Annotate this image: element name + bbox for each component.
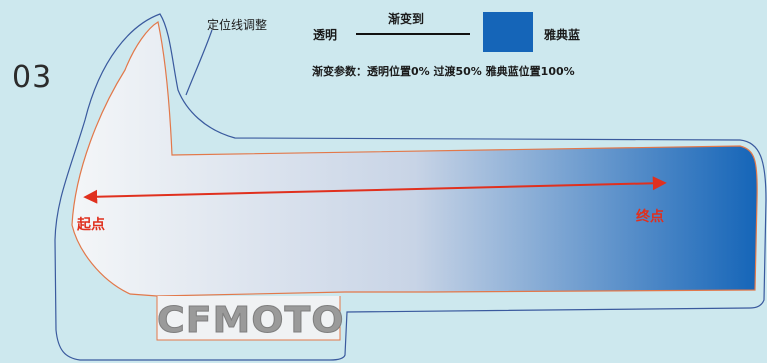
legend-end-label: 雅典蓝 — [544, 28, 581, 42]
outer-outline — [54, 13, 767, 361]
gradient-axis — [83, 176, 667, 204]
legend-start-label: 透明 — [313, 28, 338, 42]
gradient-params: 渐变参数：透明位置0% 过渡50% 雅典蓝位置100% — [312, 65, 575, 78]
logo-slot — [156, 296, 341, 341]
annotation-label: 定位线调整 — [207, 18, 268, 32]
athens-blue-swatch — [483, 12, 533, 52]
legend-arrow-caption: 渐变到 — [388, 12, 425, 26]
cfmoto-logo: CFMOTO — [156, 300, 345, 342]
annotation-leader — [185, 29, 213, 96]
end-point-label: 终点 — [636, 209, 664, 225]
step-number: 03 — [12, 60, 53, 95]
gradient-panel — [71, 21, 758, 297]
start-point-label: 起点 — [77, 217, 105, 233]
